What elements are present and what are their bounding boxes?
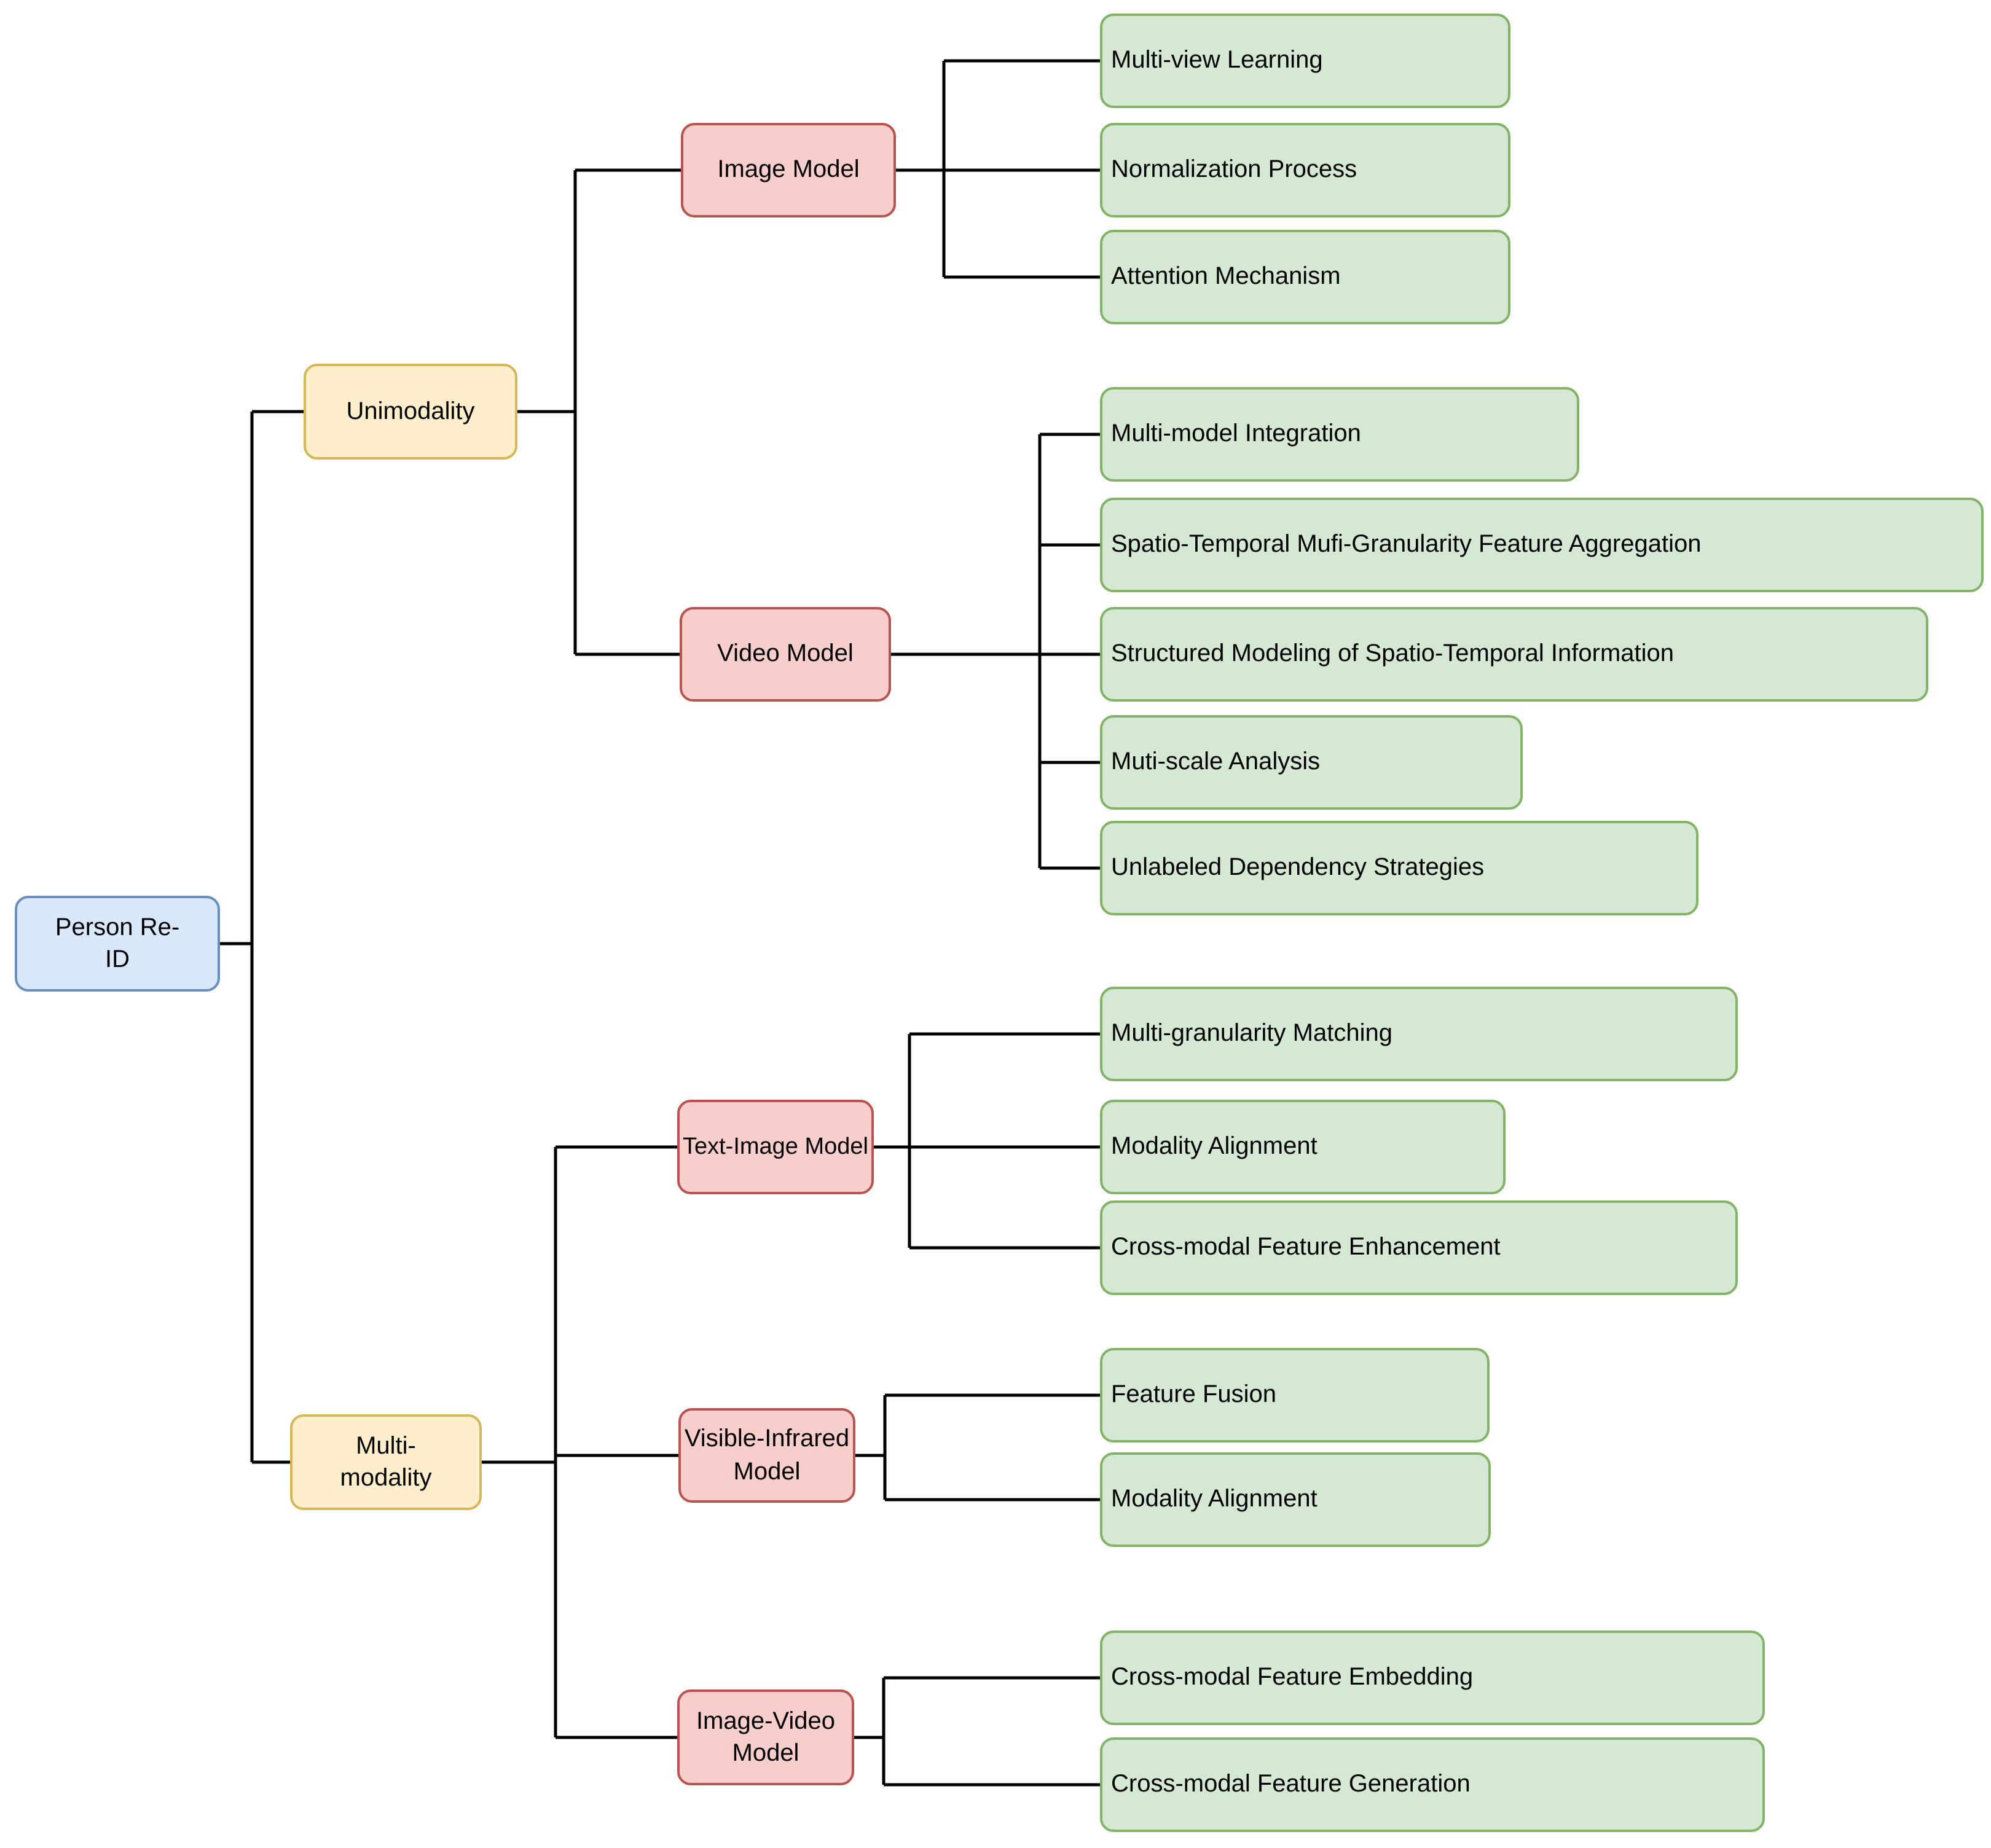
- node-unlabeled-dependency: Unlabeled Dependency Strategies: [1100, 821, 1698, 915]
- node-image-video-model: Image-Video Model: [677, 1689, 854, 1785]
- node-spatio-temporal-aggregation: Spatio-Temporal Mufi-Granularity Feature…: [1100, 498, 1984, 592]
- node-visible-infrared-model: Visible-Infrared Model: [678, 1408, 855, 1503]
- node-label: Normalization Process: [1111, 156, 1357, 184]
- node-label: Multi-granularity Matching: [1111, 1020, 1392, 1047]
- node-label: Cross-modal Feature Enhancement: [1111, 1234, 1501, 1261]
- node-label: Multi-view Learning: [1111, 47, 1323, 74]
- node-label: Multi-model Integration: [1111, 420, 1361, 448]
- node-multi-modality: Multi- modality: [290, 1414, 482, 1510]
- node-label: Image Model: [717, 156, 860, 184]
- node-text-image-model: Text-Image Model: [677, 1100, 874, 1194]
- node-feature-fusion: Feature Fusion: [1100, 1348, 1490, 1443]
- node-label: Text-Image Model: [682, 1133, 868, 1160]
- node-label: Structured Modeling of Spatio-Temporal I…: [1111, 640, 1675, 668]
- node-multi-view-learning: Multi-view Learning: [1100, 14, 1510, 108]
- node-normalization-process: Normalization Process: [1100, 123, 1510, 217]
- node-modality-alignment-visible-infrared: Modality Alignment: [1100, 1452, 1491, 1547]
- node-label: Feature Fusion: [1111, 1381, 1277, 1409]
- node-person-re-id: Person Re- ID: [15, 896, 220, 992]
- node-label: Unimodality: [346, 397, 475, 425]
- node-cross-modal-generation: Cross-modal Feature Generation: [1100, 1737, 1765, 1832]
- node-structured-modeling: Structured Modeling of Spatio-Temporal I…: [1100, 607, 1928, 702]
- node-label: Modality Alignment: [1111, 1133, 1318, 1161]
- node-multi-granularity-matching: Multi-granularity Matching: [1100, 987, 1738, 1081]
- node-label: Unlabeled Dependency Strategies: [1111, 854, 1485, 882]
- node-muti-scale-analysis: Muti-scale Analysis: [1100, 715, 1523, 810]
- node-modality-alignment-text-image: Modality Alignment: [1100, 1100, 1506, 1194]
- node-unimodality: Unimodality: [304, 364, 517, 460]
- node-attention-mechanism: Attention Mechanism: [1100, 230, 1510, 324]
- node-label: Spatio-Temporal Mufi-Granularity Feature…: [1111, 531, 1702, 558]
- node-label-line: Model: [732, 1740, 799, 1767]
- node-label-line: Multi-: [356, 1432, 416, 1460]
- node-label: Cross-modal Feature Generation: [1111, 1771, 1471, 1798]
- node-label-line: ID: [105, 946, 130, 973]
- node-video-model: Video Model: [680, 607, 891, 702]
- node-label: Attention Mechanism: [1111, 263, 1341, 291]
- node-label: Video Model: [717, 640, 854, 668]
- node-label-line: Visible-Infrared: [684, 1425, 850, 1453]
- node-label-line: Image-Video: [696, 1707, 836, 1735]
- node-label: Modality Alignment: [1111, 1486, 1318, 1513]
- node-image-model: Image Model: [681, 123, 896, 217]
- node-cross-modal-enhancement: Cross-modal Feature Enhancement: [1100, 1200, 1738, 1295]
- node-label-line: modality: [340, 1465, 432, 1492]
- node-label-line: Model: [733, 1458, 801, 1485]
- node-cross-modal-embedding: Cross-modal Feature Embedding: [1100, 1631, 1765, 1725]
- node-multi-model-integration: Multi-model Integration: [1100, 387, 1579, 482]
- node-label: Muti-scale Analysis: [1111, 748, 1321, 776]
- node-label-line: Person Re-: [55, 914, 180, 941]
- node-label: Cross-modal Feature Embedding: [1111, 1664, 1474, 1691]
